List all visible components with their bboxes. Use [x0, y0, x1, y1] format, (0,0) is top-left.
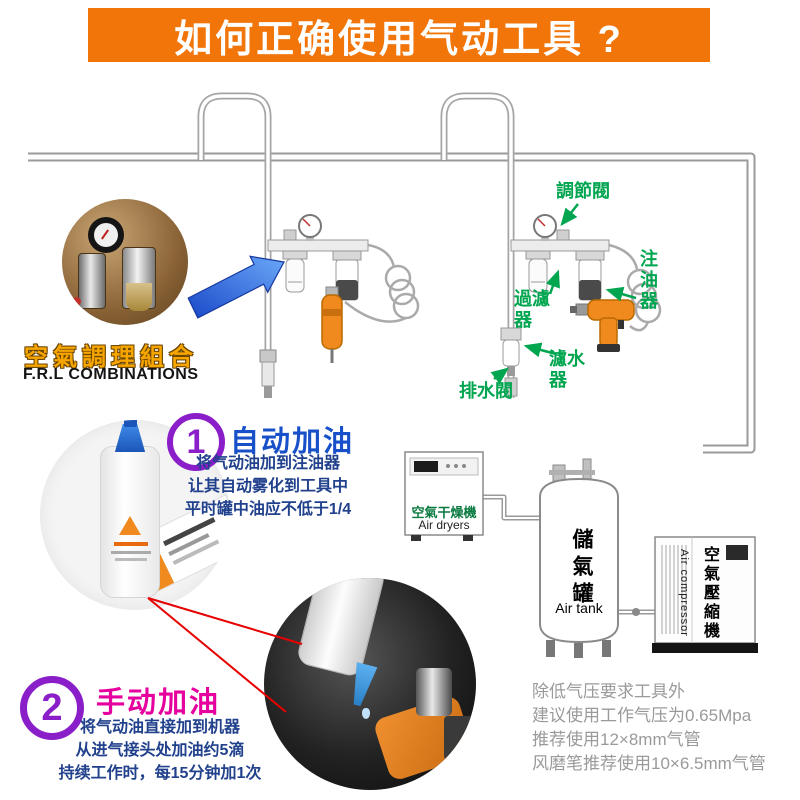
label-filter: 過濾器 — [514, 289, 550, 330]
drop-hose-1 — [197, 92, 277, 398]
usage-note-line: 建议使用工作气压为0.65Mpa — [532, 706, 752, 725]
equipment-connection-pipes — [483, 494, 657, 616]
frl-caption-cn: 空氣調理組合 — [24, 344, 198, 371]
label-water-filter: 濾水器 — [549, 349, 585, 390]
air-tank-drawing — [539, 458, 619, 658]
step1-title: 自动加油 — [230, 426, 355, 458]
frl-unit-drawing-1 — [267, 214, 420, 323]
oil-drop — [362, 708, 370, 719]
step1-number-badge: 1 — [167, 413, 225, 471]
usage-note-line: 风磨笔推荐使用10×6.5mm气管 — [532, 754, 766, 773]
step2-line: 从进气接头处加油约5滴 — [75, 742, 245, 759]
usage-note-line: 除低气压要求工具外 — [532, 682, 685, 701]
air-dryer-label-en: Air dryers — [418, 518, 470, 532]
drain-knob — [72, 297, 81, 306]
manual-oiling-photo — [264, 578, 476, 790]
label-oiler: 注油器 — [638, 249, 658, 312]
step2-line: 将气动油直接加到机器 — [79, 719, 240, 736]
label-drain-valve: 排水閥 — [459, 381, 513, 401]
arrow-to-water-filter — [523, 342, 557, 358]
frl-combination-photo — [62, 199, 188, 325]
step1-line: 将气动油加到注油器 — [195, 455, 340, 472]
red-zoom-lines — [147, 597, 303, 713]
step2-line: 持续工作时，每15分钟加1次 — [58, 765, 262, 782]
air-tank-label-cn: 儲氣罐 — [570, 528, 593, 609]
air-compressor-drawing — [652, 536, 758, 653]
arrow-to-drain-valve — [490, 367, 509, 385]
main-air-pipe — [28, 152, 756, 454]
header-banner: 如何正确使用气动工具 ? — [88, 8, 710, 62]
step1-number: 1 — [186, 422, 206, 461]
bottle-label-text-line — [115, 558, 147, 561]
blue-pointer-arrow — [187, 255, 285, 319]
usage-note-line: 推荐使用12×8mm气管 — [532, 730, 701, 749]
step2-number: 2 — [41, 686, 63, 729]
step1-line: 让其自动雾化到工具中 — [187, 478, 348, 495]
label-regulator-valve: 調節閥 — [556, 181, 610, 201]
step2-title: 手动加油 — [96, 687, 221, 719]
air-compressor-label-en: Air compressor — [678, 549, 690, 637]
green-label-arrows — [490, 203, 637, 385]
arrow-to-regulator — [560, 203, 579, 226]
step1-description: 将气动油加到注油器 让其自动雾化到工具中 平时罐中油应不低于1/4 — [160, 452, 376, 521]
bottle-label-logo — [119, 516, 141, 535]
oiling-photo-coupler — [416, 668, 452, 716]
frl-unit-drawing-2 — [510, 214, 662, 332]
frl-photo-filter-unit — [78, 253, 106, 309]
frl-caption-en: F.R.L COMBINATIONS — [23, 366, 199, 383]
frl-photo-oil-bowl — [126, 283, 152, 311]
drop-hose-2 — [440, 92, 522, 398]
bottle-nozzle — [124, 420, 137, 427]
oiling-photo-fitting — [444, 716, 476, 760]
step2-number-badge: 2 — [20, 676, 84, 740]
air-screwdriver-drawing — [321, 286, 343, 363]
air-compressor-label-cn: 空氣壓縮機 — [701, 546, 718, 641]
air-dryer-drawing — [404, 451, 484, 541]
bottle-label-text-line — [114, 542, 148, 546]
step1-line: 平时罐中油应不低于1/4 — [184, 501, 352, 518]
step2-description: 将气动油直接加到机器 从进气接头处加油约5滴 持续工作时，每15分钟加1次 — [22, 716, 298, 785]
page-title: 如何正确使用气动工具 ? — [174, 18, 624, 61]
bottle-label-text-line — [111, 551, 151, 554]
air-tank-label-en: Air tank — [555, 600, 603, 616]
arrow-to-oiler — [605, 286, 637, 302]
gauge-face — [94, 223, 118, 247]
usage-notes: 除低气压要求工具外 建议使用工作气压为0.65Mpa 推荐使用12×8mm气管 … — [532, 680, 766, 776]
arrow-to-filter — [545, 269, 560, 295]
air-dryer-label-cn: 空氣干燥機 — [411, 505, 477, 520]
